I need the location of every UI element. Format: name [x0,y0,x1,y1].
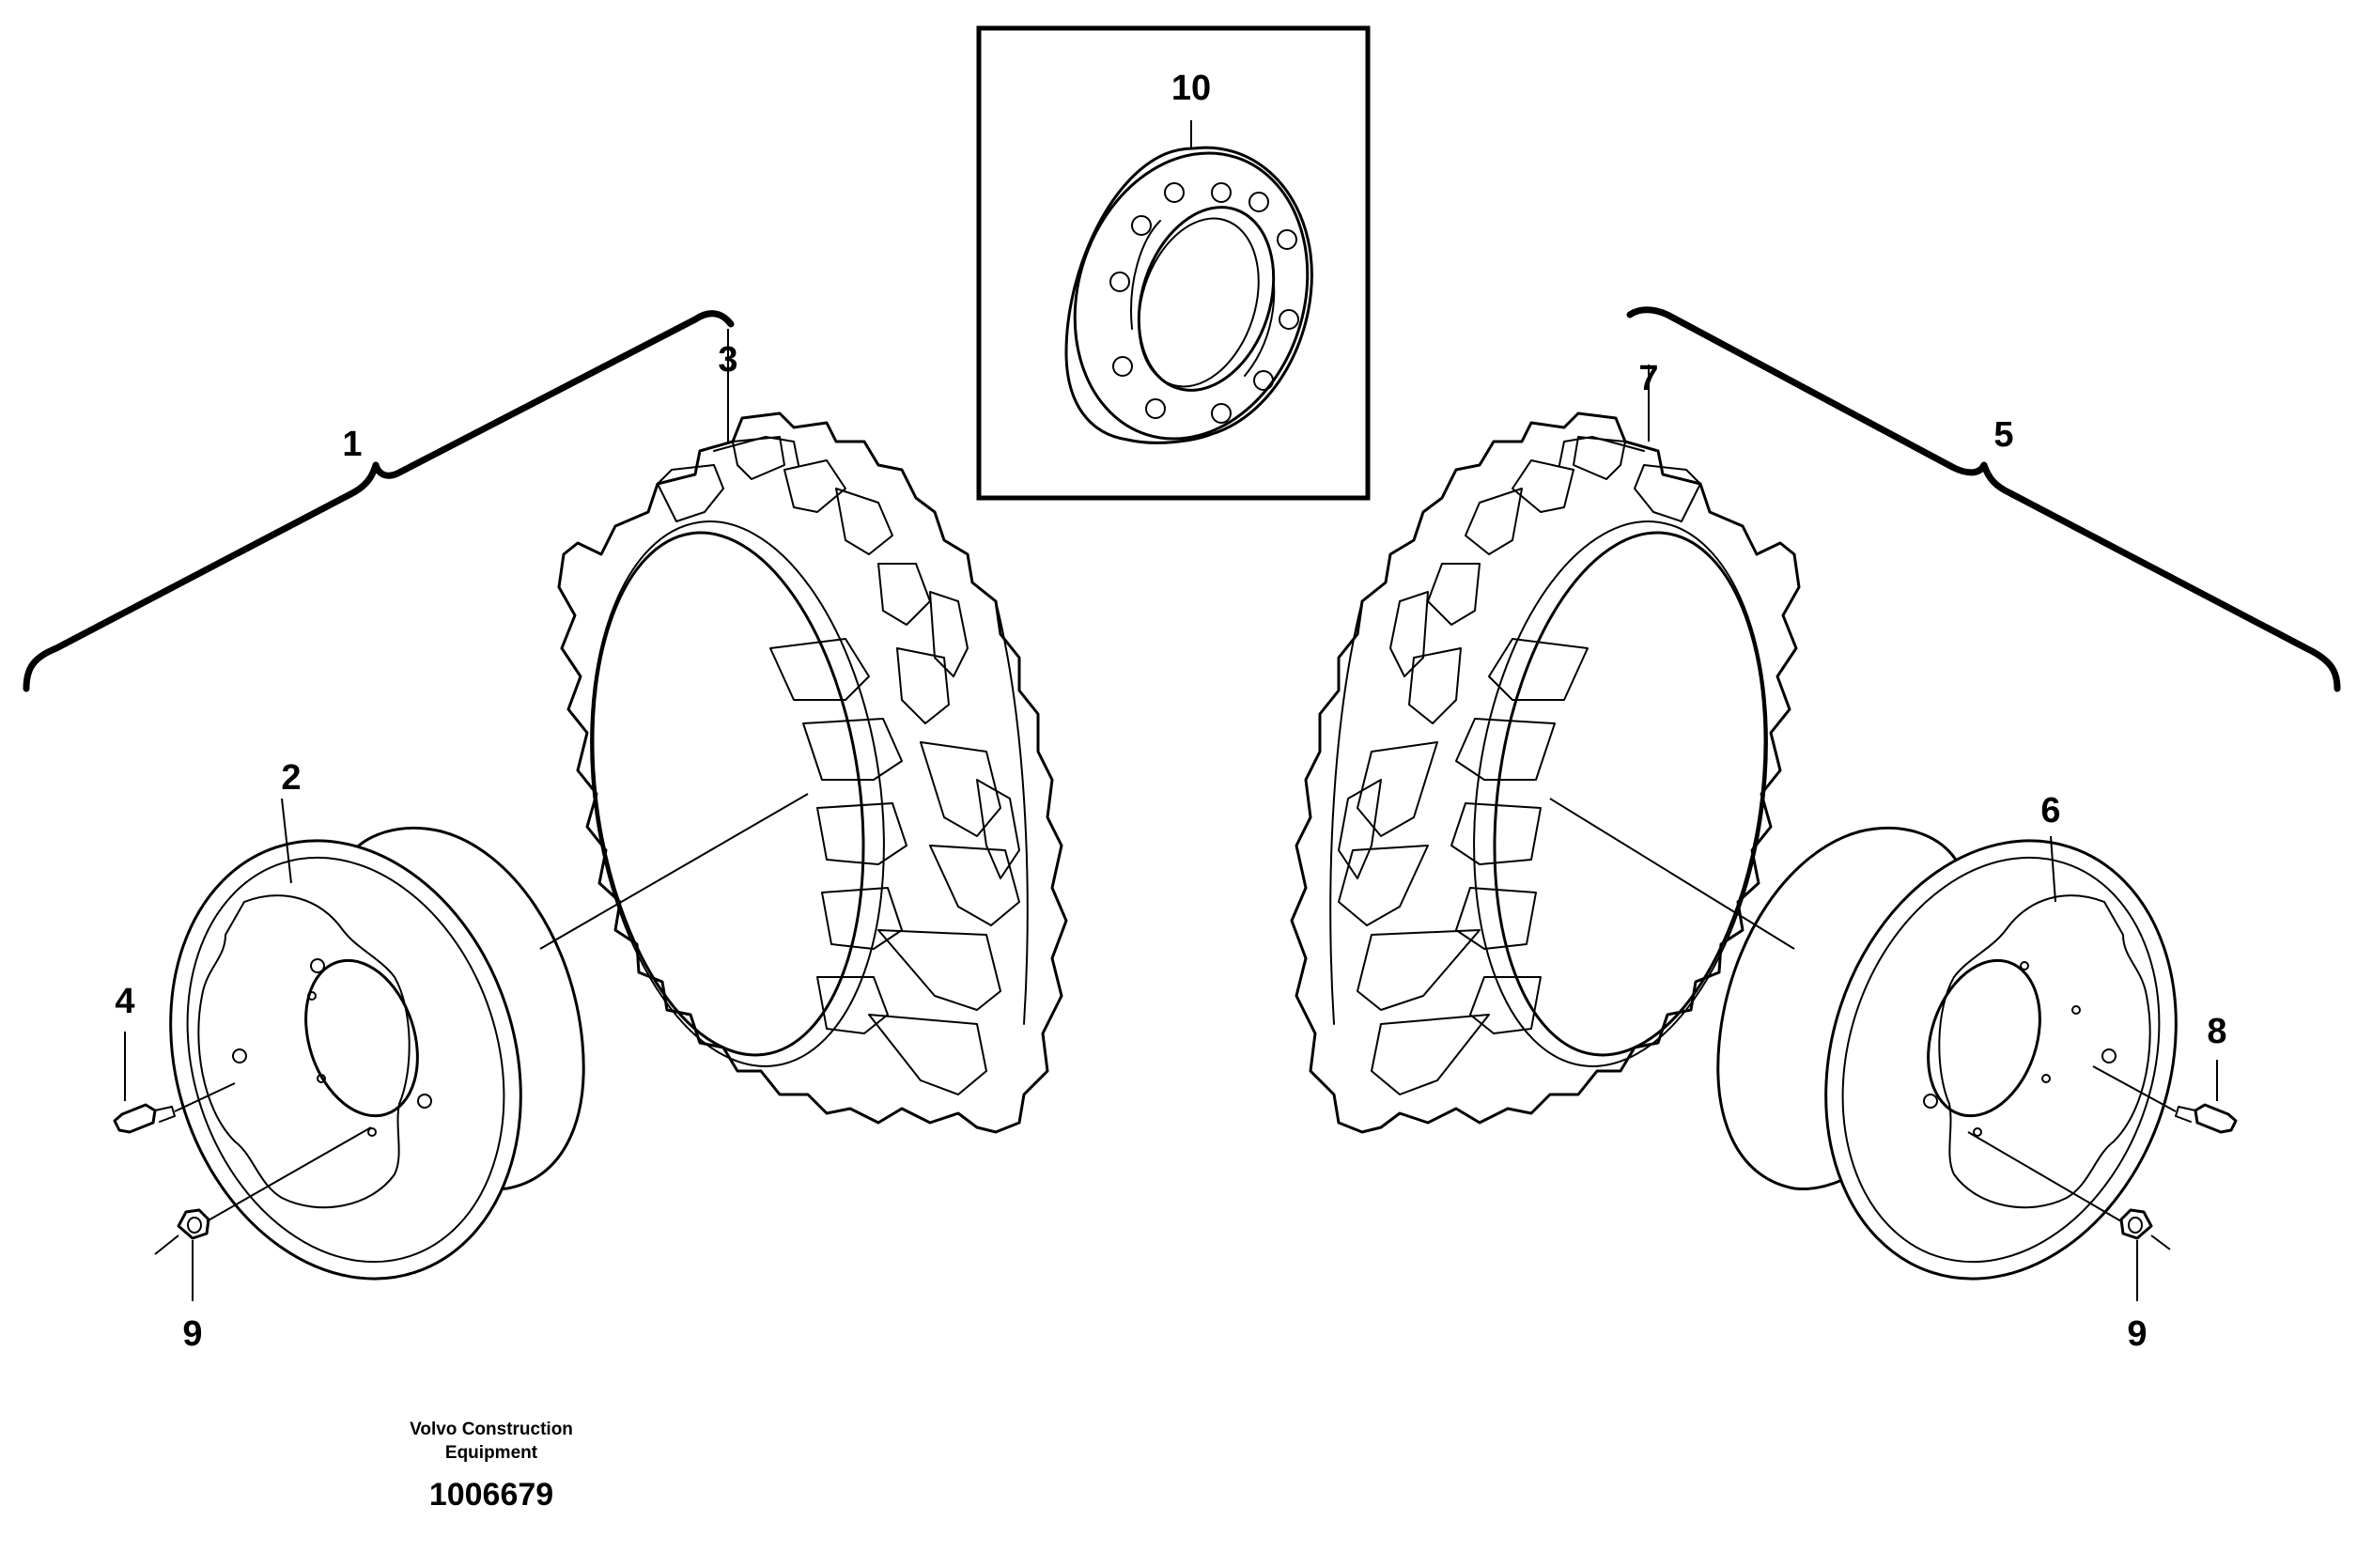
callout-8: 8 [2207,1012,2226,1051]
wheel-stud-right-part-8 [2092,1060,2238,1134]
caption-company-line1: Volvo Construction [410,1420,573,1439]
rim-right-part-6 [1549,798,2178,1281]
callout-6: 6 [2040,791,2060,831]
caption-company-line2: Equipment [445,1443,538,1463]
tire-right-part-7 [1290,365,1801,1134]
callout-3: 3 [718,340,737,380]
assembly-brace-right [1626,306,2341,692]
inset-frame [976,25,1371,501]
tire-left-part-3 [557,329,1068,1134]
callout-9-right: 9 [2127,1314,2147,1354]
wheel-stud-left-part-4 [113,1032,236,1134]
document-number: 1006679 [429,1477,553,1513]
wheel-nut-left-part-9 [154,1126,372,1301]
callout-7: 7 [1638,359,1658,398]
callout-1: 1 [342,425,362,464]
callout-9-left: 9 [182,1314,202,1354]
wheel-nut-right-part-9 [1967,1131,2171,1301]
callout-2: 2 [281,758,301,798]
callout-10: 10 [1171,69,1211,108]
callout-5: 5 [1993,415,2013,455]
callout-4: 4 [115,982,134,1021]
hub-spacer-ring-part-10 [1064,120,1313,444]
rim-left-part-2 [169,793,809,1281]
assembly-brace-left [23,310,735,692]
